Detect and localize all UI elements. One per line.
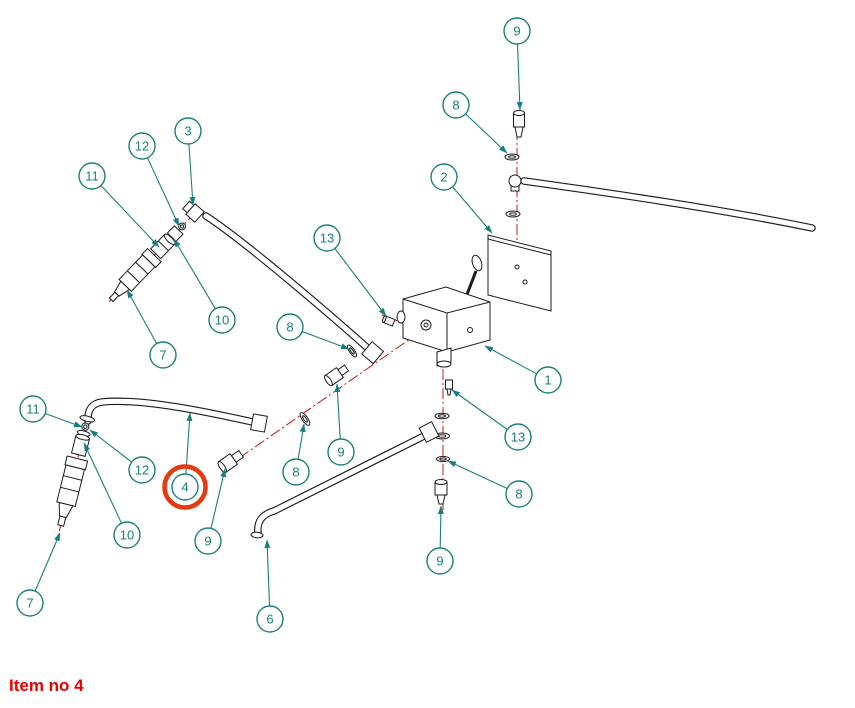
coupler-chain-lower-left	[56, 415, 96, 527]
callout-balloon[interactable]	[256, 605, 284, 633]
callout-leader	[89, 429, 133, 463]
washer-top-2	[505, 210, 521, 218]
callout-8[interactable]: 8	[447, 460, 533, 508]
callout-leader	[437, 505, 444, 549]
callout-1[interactable]: 1	[484, 345, 562, 394]
callout-balloon[interactable]	[327, 438, 355, 466]
valve-assembly	[396, 254, 491, 368]
callout-balloon[interactable]	[78, 162, 106, 190]
callout-balloon[interactable]	[174, 117, 202, 145]
callout-balloon[interactable]	[442, 91, 470, 119]
fitting-hex-9-left	[217, 449, 245, 474]
callout-8[interactable]: 8	[442, 91, 508, 154]
oring-diagonal-2	[299, 412, 311, 426]
hose-item-6	[250, 421, 440, 539]
selected-item-label: Item no 4	[9, 676, 84, 695]
callout-leader	[126, 289, 158, 344]
fitting-hex-9-mid	[324, 364, 350, 387]
callout-leader	[34, 532, 61, 592]
callout-balloon[interactable]	[171, 473, 199, 501]
callout-balloon[interactable]	[505, 480, 533, 508]
callout-balloon[interactable]	[426, 547, 454, 575]
callout-balloon[interactable]	[128, 132, 156, 160]
callout-balloon[interactable]	[208, 306, 236, 334]
oring-vertical-3	[436, 455, 450, 463]
callout-11[interactable]: 11	[78, 162, 160, 248]
callout-leader	[147, 157, 180, 227]
callout-balloon[interactable]	[313, 224, 341, 252]
callout-leader	[484, 345, 537, 375]
callout-leader	[302, 330, 350, 350]
callout-balloon[interactable]	[16, 589, 44, 617]
callout-4[interactable]: 4	[162, 412, 208, 510]
callout-9[interactable]: 9	[503, 17, 531, 111]
callout-balloon[interactable]	[149, 341, 177, 369]
callout-leader	[447, 460, 508, 489]
callout-9[interactable]: 9	[426, 505, 454, 575]
callout-12[interactable]: 12	[128, 132, 180, 227]
callout-balloon[interactable]	[282, 458, 310, 486]
coupler-chain-upper-left	[108, 222, 187, 303]
callout-leader	[173, 238, 216, 310]
oring-diagonal-1	[346, 344, 358, 358]
selected-item-highlight-ring	[162, 464, 208, 510]
fitting-plug-13-right	[445, 379, 453, 396]
callout-leader	[100, 185, 160, 248]
callout-leader	[452, 186, 493, 234]
mounting-plate	[487, 234, 552, 312]
callout-leader	[297, 423, 306, 460]
callout-9[interactable]: 9	[327, 383, 355, 466]
callout-12[interactable]: 12	[89, 429, 156, 484]
callout-balloon[interactable]	[128, 456, 156, 484]
fitting-plug-13-left	[382, 315, 396, 327]
callout-balloon[interactable]	[19, 395, 47, 423]
hose-item-3	[182, 200, 385, 365]
callout-leader	[83, 442, 122, 524]
callout-2[interactable]: 2	[430, 163, 493, 234]
oring-vertical-1	[434, 412, 450, 420]
callout-balloon[interactable]	[503, 17, 531, 45]
callout-10[interactable]: 10	[173, 238, 236, 334]
callout-8[interactable]: 8	[282, 423, 310, 486]
callout-leader	[210, 468, 227, 529]
callout-6[interactable]: 6	[256, 539, 284, 633]
fitting-hex-9-bottom	[434, 479, 448, 505]
ball-stud-fitting	[508, 174, 522, 192]
fitting-banjo-bolt-top	[513, 110, 525, 138]
callout-11[interactable]: 11	[19, 395, 83, 428]
callout-balloon[interactable]	[430, 163, 458, 191]
callout-balloon[interactable]	[504, 423, 532, 451]
callout-leader	[516, 43, 523, 111]
callout-leader	[465, 113, 508, 154]
callout-13[interactable]: 13	[451, 389, 532, 451]
callout-leader	[451, 389, 508, 430]
callout-10[interactable]: 10	[83, 442, 141, 549]
washer-top-1	[504, 153, 520, 161]
callout-3[interactable]: 3	[174, 117, 202, 206]
callout-leader	[185, 412, 193, 475]
callout-balloon[interactable]	[534, 366, 562, 394]
callout-leader	[45, 412, 83, 428]
callout-13[interactable]: 13	[313, 224, 387, 317]
callout-balloon[interactable]	[194, 527, 222, 555]
callout-leader	[264, 539, 271, 607]
callout-9[interactable]: 9	[194, 468, 227, 555]
callout-leader	[334, 383, 341, 440]
callout-leader	[334, 248, 387, 317]
callout-leader	[188, 143, 196, 206]
callout-balloon[interactable]	[113, 521, 141, 549]
callout-balloon[interactable]	[276, 313, 304, 341]
callout-7[interactable]: 7	[16, 532, 61, 617]
hose-top-right	[524, 181, 812, 228]
hose-item-4	[88, 401, 268, 433]
callout-7[interactable]: 7	[126, 289, 177, 369]
